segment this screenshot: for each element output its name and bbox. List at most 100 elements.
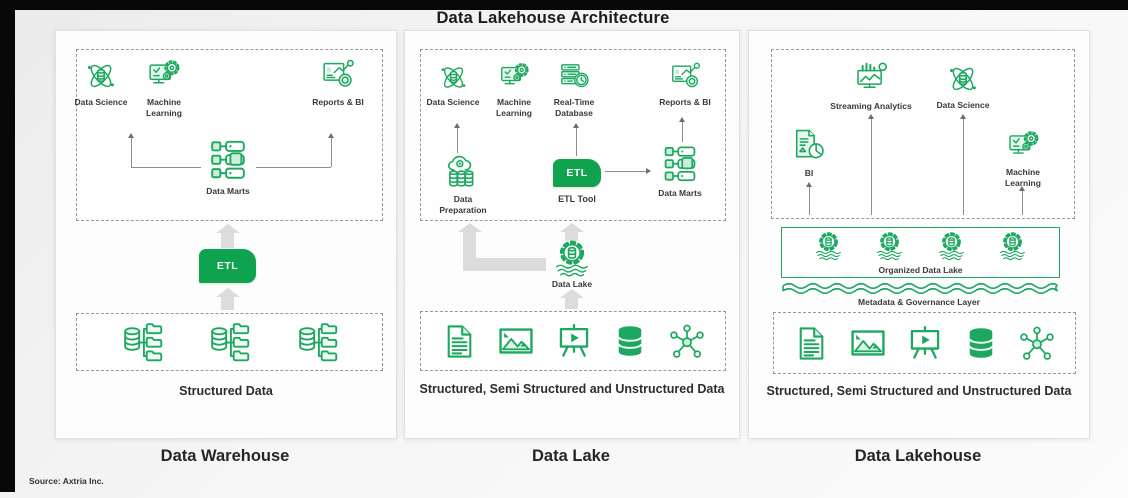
node-data-marts: Data Marts bbox=[650, 143, 710, 199]
bi-icon bbox=[790, 127, 828, 165]
thick-arrow-sources-to-lake bbox=[559, 289, 584, 309]
data-marts-icon bbox=[205, 137, 251, 183]
reports-bi-icon bbox=[320, 58, 356, 94]
governance-layer-label: Metadata & Governance Layer bbox=[858, 297, 980, 307]
node-data-science: Data Science bbox=[73, 58, 129, 108]
node-reports-bi: Reports & BI bbox=[657, 61, 713, 108]
node-reports-bi: Reports & BI bbox=[310, 58, 366, 108]
arrow-marts-to-reports bbox=[327, 133, 334, 167]
node-label: Data Lake bbox=[551, 279, 593, 289]
data-science-icon bbox=[83, 58, 119, 94]
lakehouse-sources-box bbox=[773, 312, 1076, 374]
node-label: Machine Learning bbox=[496, 97, 532, 119]
node-streaming-analytics: Streaming Analytics bbox=[829, 61, 913, 112]
network-data-icon bbox=[668, 322, 706, 360]
network-data-icon bbox=[1018, 324, 1056, 362]
thick-arrow-lake-to-prep-vertical bbox=[457, 223, 482, 271]
node-label: BI bbox=[804, 168, 814, 178]
etl-tool-label: ETL Tool bbox=[558, 194, 596, 204]
node-label: Machine Learning bbox=[146, 97, 182, 119]
node-data-science: Data Science bbox=[928, 61, 998, 111]
node-label: Streaming Analytics bbox=[830, 101, 912, 111]
node-realtime-database: Real-Time Database bbox=[544, 61, 604, 119]
node-label: Real-Time Database bbox=[553, 97, 595, 119]
node-label: Data Science bbox=[74, 97, 128, 107]
connector-left bbox=[131, 167, 201, 168]
data-science-icon bbox=[437, 61, 470, 94]
panel-data-lake: Data Science Machine Learning Real-Time … bbox=[404, 30, 740, 439]
image-icon bbox=[849, 324, 887, 362]
data-lake-icon bbox=[997, 231, 1028, 262]
lake-sources-box bbox=[420, 311, 726, 371]
panel-title-data-lakehouse: Data Lakehouse bbox=[854, 447, 982, 465]
etl-button: ETL bbox=[199, 249, 256, 283]
organized-lake-icons bbox=[782, 231, 1059, 262]
panel-data-warehouse: Data Science Machine Learning Reports & … bbox=[55, 30, 397, 439]
arrow-prep-to-science bbox=[453, 123, 460, 153]
node-machine-learning: Machine Learning bbox=[994, 129, 1052, 189]
streaming-analytics-icon bbox=[853, 61, 890, 98]
organized-data-lake-box: Organized Data Lake bbox=[781, 227, 1060, 278]
arrow-marts-to-left bbox=[127, 133, 134, 167]
structured-db-icon bbox=[295, 320, 340, 365]
document-icon bbox=[793, 325, 830, 362]
source-attribution: Source: Axtria Inc. bbox=[29, 476, 104, 486]
data-lake-icon bbox=[813, 231, 844, 262]
arrow-lake-to-ml bbox=[1018, 186, 1025, 215]
machine-learning-icon bbox=[1006, 129, 1041, 164]
thick-arrow-lake-to-etl bbox=[559, 223, 584, 241]
page-title: Data Lakehouse Architecture bbox=[436, 9, 670, 27]
data-science-icon bbox=[945, 61, 981, 97]
metadata-wave-band bbox=[781, 281, 1058, 294]
node-data-marts: Data Marts bbox=[200, 137, 256, 197]
sources-caption: Structured, Semi Structured and Unstruct… bbox=[419, 382, 725, 396]
machine-learning-icon bbox=[146, 58, 182, 94]
node-label: Data Preparation bbox=[439, 194, 487, 216]
sources-caption: Structured Data bbox=[179, 384, 273, 398]
arrow-lake-to-science bbox=[959, 114, 966, 215]
structured-db-icon bbox=[207, 320, 252, 365]
document-icon bbox=[441, 323, 478, 360]
data-lake-icon bbox=[552, 239, 592, 279]
node-label: Machine Learning bbox=[1005, 167, 1041, 189]
thick-arrow-etl-to-marts bbox=[215, 224, 240, 248]
arrow-etl-to-rtdb bbox=[572, 123, 579, 156]
data-lake-icon bbox=[936, 231, 967, 262]
node-label: Data Science bbox=[426, 97, 480, 107]
panel-title-data-warehouse: Data Warehouse bbox=[160, 447, 290, 465]
machine-learning-icon bbox=[498, 61, 531, 94]
top-black-bar bbox=[0, 0, 1128, 10]
image-icon bbox=[497, 322, 535, 360]
arrow-lake-to-bi bbox=[805, 182, 812, 215]
node-label: Reports & BI bbox=[312, 97, 364, 107]
node-label: Data Marts bbox=[658, 188, 702, 198]
thick-arrow-sources-to-etl bbox=[215, 288, 240, 310]
node-label: Reports & BI bbox=[659, 97, 711, 107]
node-label: Data Marts bbox=[206, 186, 250, 196]
reports-bi-icon bbox=[669, 61, 702, 94]
arrow-lake-to-streaming bbox=[867, 114, 874, 215]
database-icon bbox=[963, 325, 999, 361]
realtime-database-icon bbox=[558, 61, 591, 94]
node-machine-learning: Machine Learning bbox=[486, 61, 542, 119]
node-data-science: Data Science bbox=[425, 61, 481, 108]
database-icon bbox=[612, 323, 648, 359]
data-marts-icon bbox=[659, 143, 701, 185]
node-label: Data Science bbox=[936, 100, 990, 110]
data-preparation-icon bbox=[444, 153, 482, 191]
node-data-lake: Data Lake bbox=[544, 239, 600, 290]
arrow-etl-to-marts bbox=[605, 168, 651, 174]
organized-data-lake-label: Organized Data Lake bbox=[878, 265, 963, 275]
node-bi: BI bbox=[781, 127, 837, 179]
video-presentation-icon bbox=[555, 322, 593, 360]
connector-right bbox=[256, 167, 331, 168]
thick-arrow-lake-to-prep-horizontal bbox=[476, 258, 546, 271]
data-lake-icon bbox=[874, 231, 905, 262]
structured-db-icon bbox=[120, 320, 165, 365]
etl-button: ETL bbox=[553, 159, 601, 187]
node-machine-learning: Machine Learning bbox=[135, 58, 193, 119]
panel-title-data-lake: Data Lake bbox=[532, 447, 610, 465]
warehouse-sources-box bbox=[76, 313, 383, 371]
video-presentation-icon bbox=[906, 324, 944, 362]
